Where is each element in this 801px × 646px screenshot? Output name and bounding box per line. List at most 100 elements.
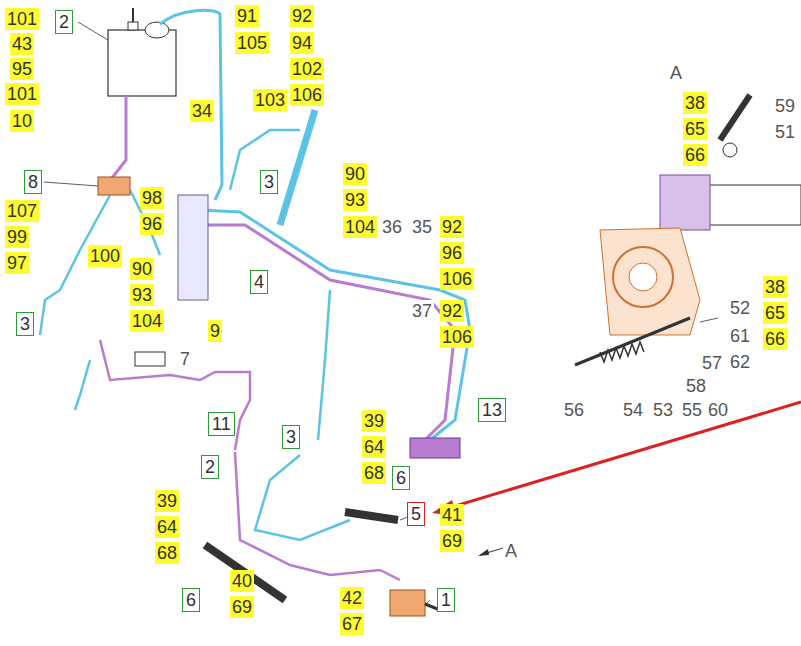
hose xyxy=(318,290,330,440)
fitting xyxy=(135,352,165,366)
callout-number: 64 xyxy=(362,436,386,458)
leader-line xyxy=(44,182,98,186)
hose xyxy=(75,360,90,410)
part-number-box: 11 xyxy=(208,412,235,436)
callout-number: 60 xyxy=(706,399,730,421)
callout-number: 36 xyxy=(380,216,404,238)
callout-number: 96 xyxy=(440,242,464,264)
sensor xyxy=(720,95,750,140)
axle-housing xyxy=(700,185,801,225)
valve-block xyxy=(98,177,130,195)
hose xyxy=(255,455,350,540)
callout-number: 66 xyxy=(763,328,787,350)
part-number-box: 3 xyxy=(260,170,278,194)
callout-number: 100 xyxy=(88,245,122,267)
callout-number: 104 xyxy=(130,310,164,332)
part-number-box: 2 xyxy=(55,10,73,34)
callout-number: 43 xyxy=(10,33,34,55)
callout-number: 99 xyxy=(5,226,29,248)
callout-number: 64 xyxy=(155,516,179,538)
part-number: 3 xyxy=(20,313,30,335)
callout-number: 39 xyxy=(362,410,386,432)
hose xyxy=(200,210,470,440)
callout-number: 42 xyxy=(340,587,364,609)
callout-number: 105 xyxy=(235,32,269,54)
callout-number: 61 xyxy=(728,325,752,347)
bolt xyxy=(723,143,737,157)
rod xyxy=(575,318,690,365)
part-number-box: 5 xyxy=(407,502,425,526)
callout-number: 51 xyxy=(773,121,797,143)
leader-line xyxy=(78,22,108,40)
callout-number: 68 xyxy=(155,542,179,564)
callout-number: 54 xyxy=(621,399,645,421)
callout-number: 38 xyxy=(763,276,787,298)
callout-number: 37 xyxy=(410,300,434,322)
steering-cylinder xyxy=(345,512,398,520)
callout-number: 40 xyxy=(230,570,254,592)
leader-line xyxy=(700,318,718,322)
callout-number: A xyxy=(503,540,519,562)
callout-number: 94 xyxy=(290,32,314,54)
part-number: 11 xyxy=(212,413,231,435)
part-number-box: 2 xyxy=(201,455,219,479)
callout-number: 10 xyxy=(10,110,34,132)
distributor xyxy=(410,438,460,458)
part-number: 5 xyxy=(411,503,421,525)
part-number-box: 4 xyxy=(250,270,268,294)
callout-number: 56 xyxy=(562,399,586,421)
callout-number: 34 xyxy=(190,100,214,122)
callout-number: 102 xyxy=(290,58,324,80)
callout-number: 7 xyxy=(178,348,192,370)
hose xyxy=(100,340,250,450)
control-valve xyxy=(178,195,208,300)
callout-number: 92 xyxy=(440,216,464,238)
part-number: 6 xyxy=(396,467,406,489)
callout-number: 62 xyxy=(728,351,752,373)
callout-number: 9 xyxy=(208,320,222,342)
callout-number: 66 xyxy=(683,144,707,166)
leader-line xyxy=(426,600,430,604)
callout-number: 67 xyxy=(340,613,364,635)
callout-number: 38 xyxy=(683,92,707,114)
callout-number: 103 xyxy=(253,89,287,111)
hose xyxy=(160,10,222,200)
callout-number: 41 xyxy=(440,504,464,526)
part-number: 8 xyxy=(28,171,38,193)
part-number: 3 xyxy=(264,171,274,193)
part-number-box: 13 xyxy=(478,398,506,422)
callout-number: 93 xyxy=(130,284,154,306)
part-number: 13 xyxy=(482,399,502,421)
callout-number: 104 xyxy=(343,216,377,238)
tank-cap xyxy=(145,22,169,38)
part-number-box: 8 xyxy=(24,170,42,194)
hose xyxy=(205,225,455,445)
callout-number: 35 xyxy=(410,216,434,238)
spring xyxy=(600,342,644,362)
hose xyxy=(235,452,400,580)
part-number: 6 xyxy=(186,589,196,611)
callout-number: 92 xyxy=(290,5,314,27)
callout-number: 97 xyxy=(5,252,29,274)
callout-number: A xyxy=(668,62,684,84)
oil-tank xyxy=(108,30,176,96)
callout-number: 106 xyxy=(440,326,474,348)
steering-cylinder xyxy=(205,545,285,600)
part-number: 2 xyxy=(59,11,69,33)
callout-number: 52 xyxy=(728,297,752,319)
callout-number: 65 xyxy=(763,302,787,324)
callout-number: 92 xyxy=(440,300,464,322)
part-number-box: 1 xyxy=(437,588,455,612)
callout-number: 39 xyxy=(155,490,179,512)
callout-number: 65 xyxy=(683,118,707,140)
callout-number: 106 xyxy=(440,268,474,290)
callout-number: 68 xyxy=(362,462,386,484)
callout-number: 69 xyxy=(230,596,254,618)
callout-number: 90 xyxy=(130,258,154,280)
callout-number: 95 xyxy=(10,58,34,80)
callout-number: 59 xyxy=(773,95,797,117)
callout-number: 57 xyxy=(700,352,724,374)
callout-number: 93 xyxy=(343,189,367,211)
callout-number: 91 xyxy=(235,5,259,27)
part-number-box: 6 xyxy=(392,466,410,490)
